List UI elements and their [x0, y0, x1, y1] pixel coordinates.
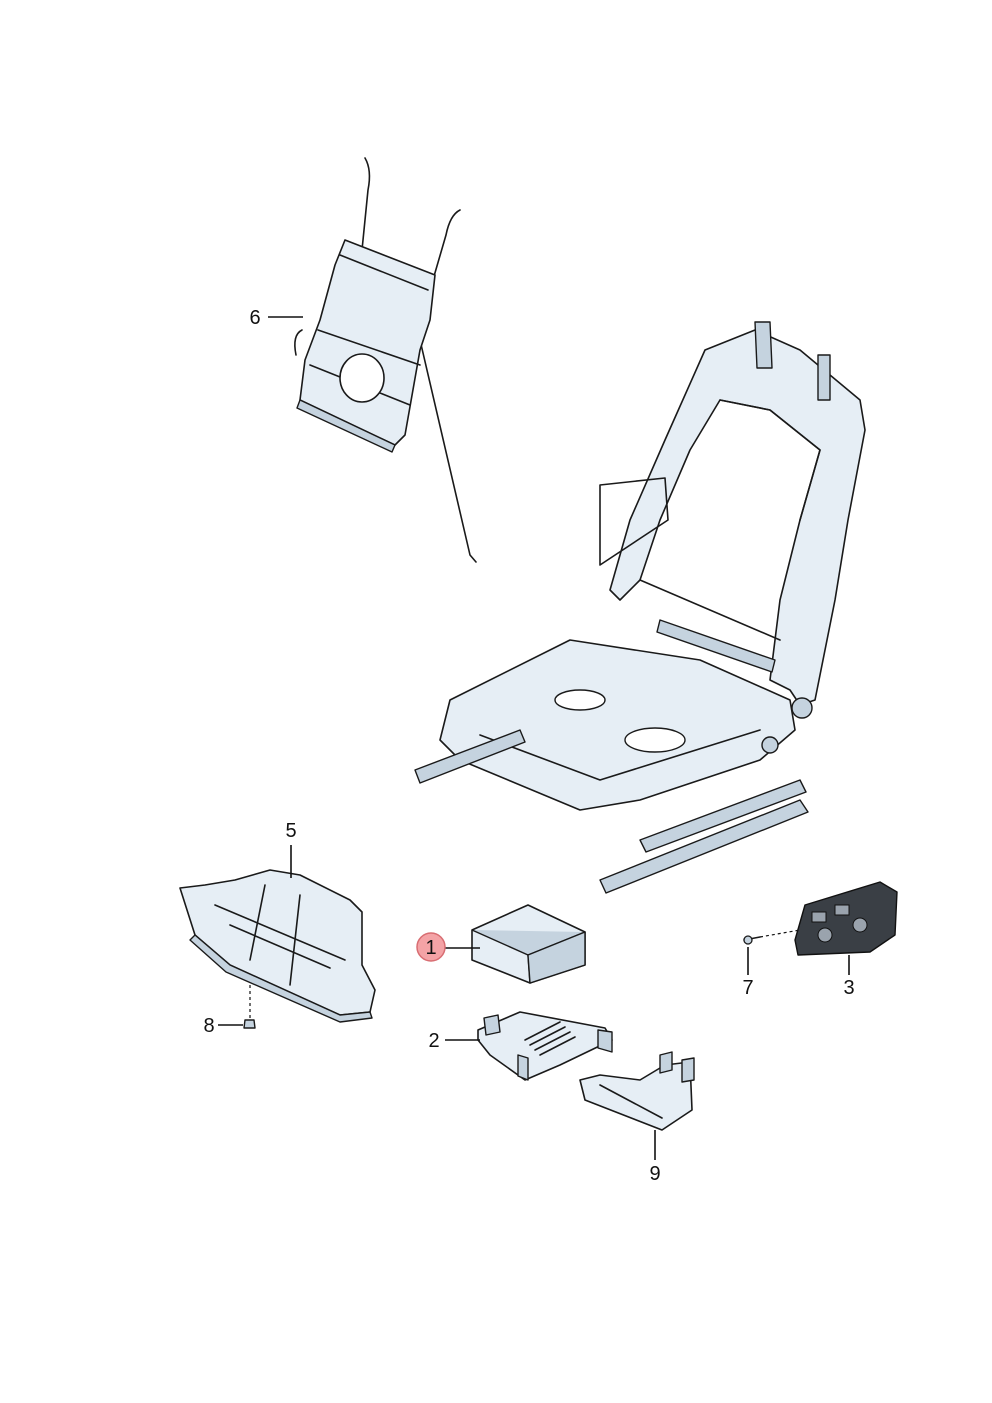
callout-1[interactable]: 1 — [416, 932, 446, 962]
part-6-harness-module[interactable] — [294, 157, 477, 563]
part-5-side-trim[interactable] — [179, 869, 376, 1023]
callout-7-label[interactable]: 7 — [742, 977, 753, 999]
callout-2-label[interactable]: 2 — [428, 1030, 439, 1052]
callout-3-label[interactable]: 3 — [843, 977, 854, 999]
callout-9-label[interactable]: 9 — [649, 1163, 660, 1185]
callout-1-highlight — [416, 932, 446, 962]
callout-8-label[interactable]: 8 — [203, 1015, 214, 1037]
part-7-screw[interactable] — [743, 929, 801, 945]
part-2-bracket[interactable] — [477, 1011, 613, 1081]
leader-lines — [218, 316, 850, 1160]
part-8-clip[interactable] — [243, 985, 256, 1029]
callout-5-label[interactable]: 5 — [285, 820, 296, 842]
seat-frame — [414, 321, 866, 894]
part-9-bracket[interactable] — [579, 1051, 695, 1131]
part-3-seat-switch[interactable] — [794, 881, 898, 956]
callout-6-label[interactable]: 6 — [249, 307, 260, 329]
callout-1-label: 1 — [425, 937, 436, 959]
part-1-control-unit[interactable] — [471, 904, 586, 984]
vent-slots — [524, 1021, 576, 1056]
